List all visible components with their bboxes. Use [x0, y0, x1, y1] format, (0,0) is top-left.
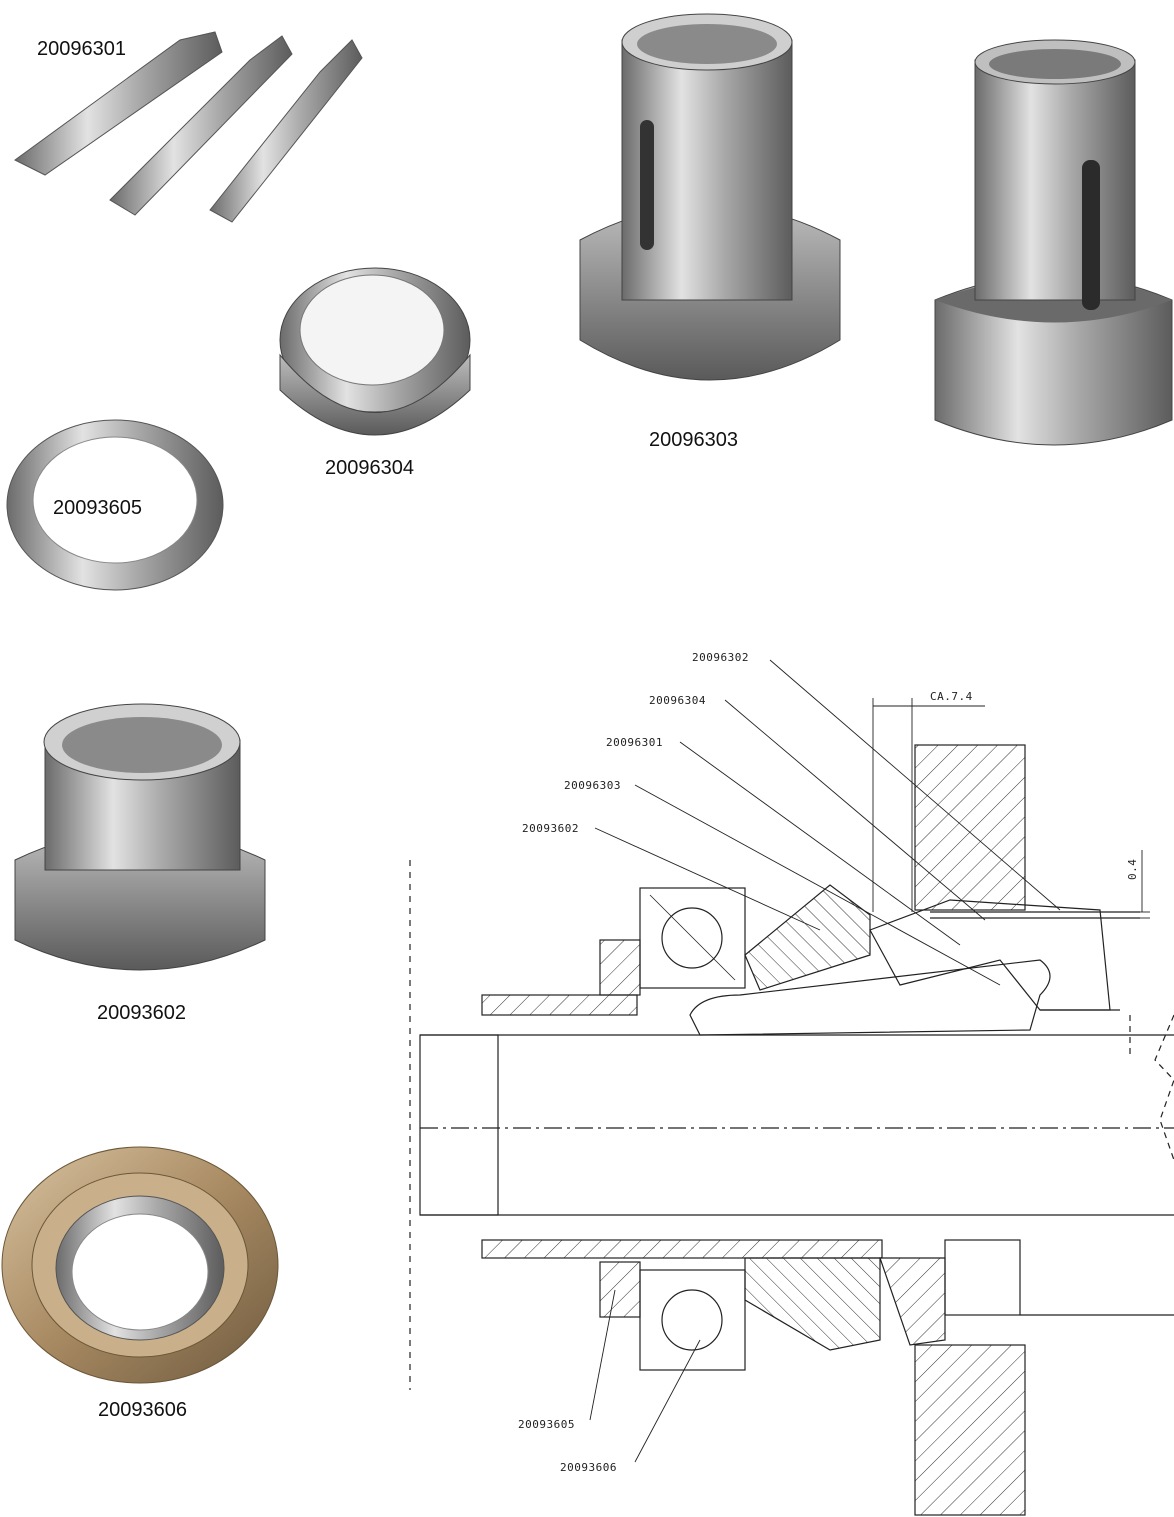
leader-20096302: [769, 659, 1061, 911]
threaded-hub-photo: [14, 703, 266, 971]
callout-20096302: 20096302: [692, 651, 749, 664]
cone-ring-label: 20096304: [325, 457, 414, 479]
bearing-label: 20093606: [98, 1399, 187, 1421]
leader-20093606: [634, 1339, 701, 1463]
dimension-gap: 0.4: [1126, 858, 1139, 880]
upper-cone: [689, 959, 1051, 1036]
lower-housing: [914, 1344, 1026, 1516]
upper-bearing: [639, 887, 746, 989]
upper-sleeve-section: [481, 994, 638, 1016]
callout-20096301: 20096301: [606, 736, 663, 749]
leader-20096304: [724, 699, 986, 921]
threaded-hub-label: 20093602: [97, 1002, 186, 1024]
callout-20093606: 20093606: [560, 1461, 617, 1474]
lower-sleeve-section: [481, 1239, 883, 1259]
callout-20093605: 20093605: [518, 1418, 575, 1431]
leader-20093602: [594, 827, 821, 931]
cone-ring-section: [869, 899, 1111, 1011]
cone-ring-photo: [279, 267, 471, 436]
keys-photo: [14, 31, 363, 223]
lower-hub-section: [744, 1257, 881, 1351]
callout-20096303: 20096303: [564, 779, 621, 792]
sleeve-label: 20096303: [649, 429, 738, 451]
lock-nut-label: 20093605: [53, 497, 142, 519]
upper-bearing-ball: [661, 907, 723, 969]
bearing-photo: [1, 1146, 279, 1384]
keys-label: 20096301: [37, 38, 126, 60]
slotted-sleeve-photo: [934, 39, 1173, 446]
upper-key-section: [744, 884, 871, 991]
dimension-ca: CA.7.4: [930, 690, 973, 703]
sleeve-photo: [579, 13, 841, 381]
callout-20096304: 20096304: [649, 694, 706, 707]
lower-bearing-ball: [661, 1289, 723, 1351]
upper-housing: [914, 744, 1026, 911]
callout-20093602: 20093602: [522, 822, 579, 835]
shaft-end: [419, 1034, 499, 1216]
lower-bearing: [639, 1269, 746, 1371]
leader-20093605: [589, 1289, 616, 1421]
leader-20096303: [634, 784, 1001, 986]
lock-nut-photo: [6, 419, 224, 591]
leader-20096301: [679, 741, 961, 946]
lower-nut: [944, 1239, 1021, 1316]
